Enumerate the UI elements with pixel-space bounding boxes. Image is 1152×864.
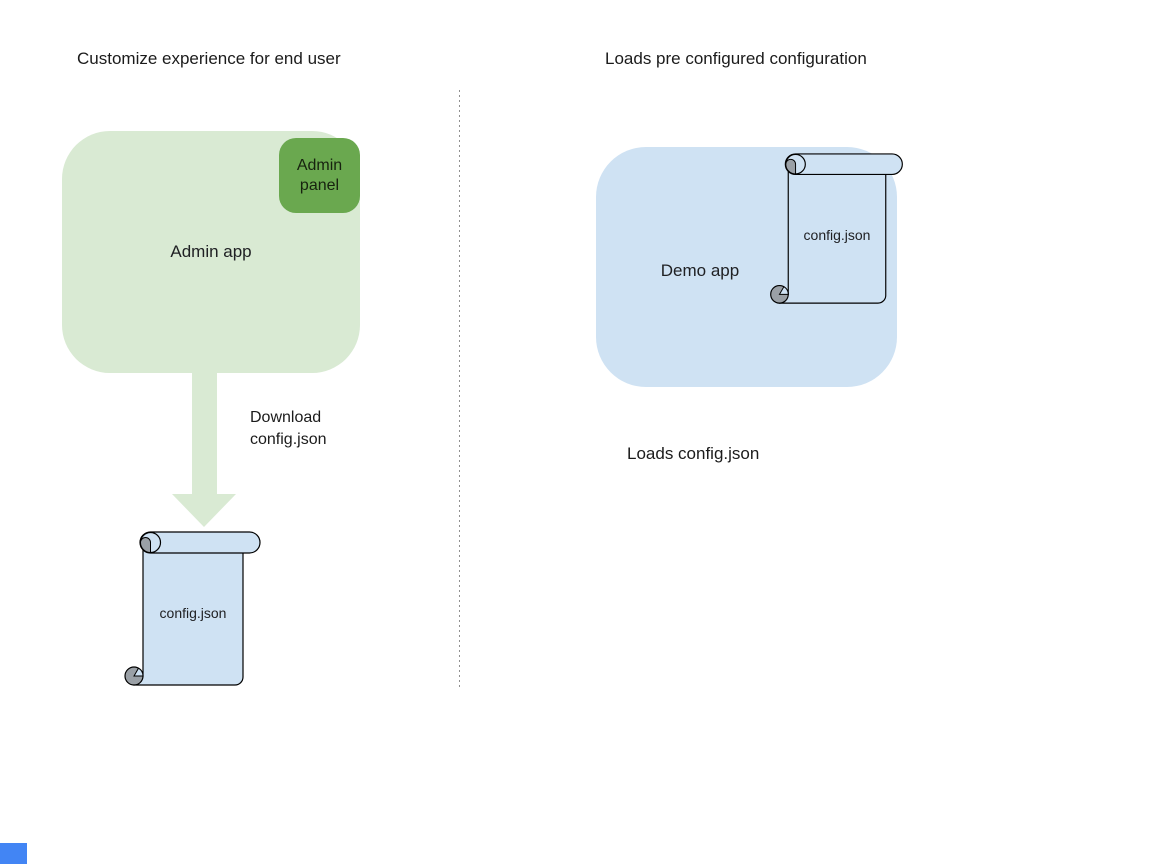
config-json-scroll-left: config.json xyxy=(124,530,262,690)
config-json-scroll-right: config.json xyxy=(768,152,906,308)
download-arrow-icon xyxy=(172,373,236,527)
right-section-title: Loads pre configured configuration xyxy=(605,49,867,68)
config-json-label-right: config.json xyxy=(803,227,871,243)
download-caption: Download config.json xyxy=(250,409,327,448)
admin-panel-label: Admin panel xyxy=(296,156,343,194)
demo-app-label: Demo app xyxy=(660,261,740,280)
admin-app-label: Admin app xyxy=(170,242,252,261)
left-section-title: Customize experience for end user xyxy=(77,49,341,68)
scroll-shape-icon xyxy=(770,153,903,304)
scroll-shape-icon xyxy=(124,531,261,686)
loads-caption: Loads config.json xyxy=(627,444,760,463)
section-divider xyxy=(459,90,460,688)
admin-panel-badge: Admin panel xyxy=(279,138,360,213)
corner-marker-square xyxy=(0,843,27,864)
config-json-label-left: config.json xyxy=(159,605,227,621)
